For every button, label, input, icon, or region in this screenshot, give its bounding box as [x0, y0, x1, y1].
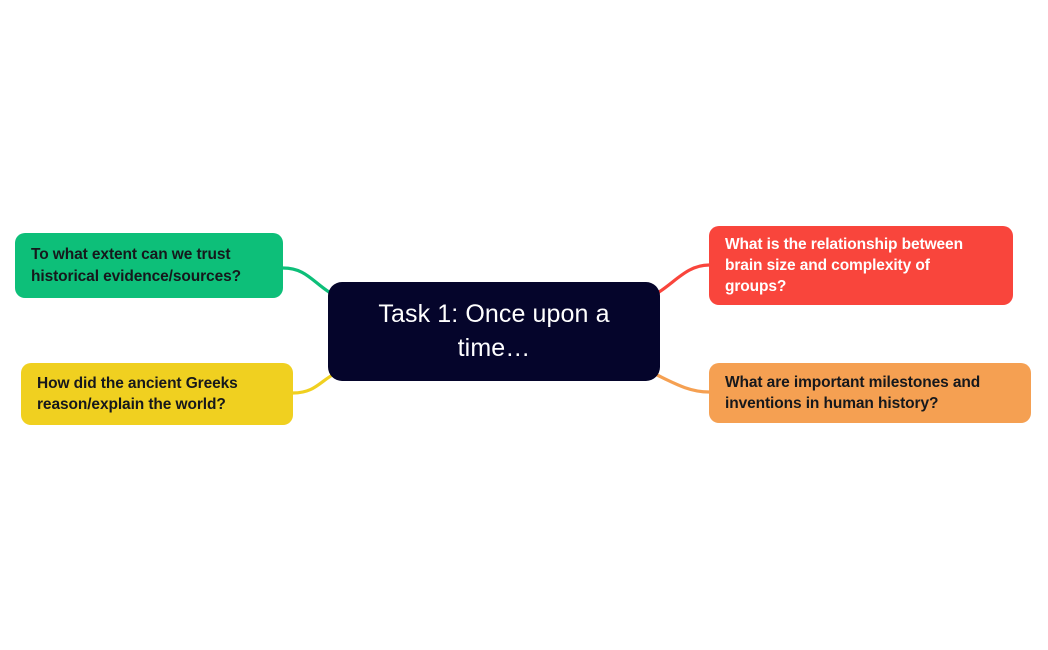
branch-node-evidence-label: To what extent can we trust historical e… — [31, 246, 241, 285]
connector-root-to-greeks — [291, 371, 338, 395]
branch-node-brain[interactable]: What is the relationship between brain s… — [709, 226, 1013, 305]
connector-root-to-evidence — [281, 266, 331, 294]
branch-node-milestones[interactable]: What are important milestones and invent… — [709, 363, 1031, 423]
root-node-label: Task 1: Once upon a time… — [378, 300, 610, 362]
connector-root-to-milestones — [651, 371, 711, 394]
connector-root-to-brain — [657, 263, 711, 294]
branch-node-brain-label: What is the relationship between brain s… — [725, 235, 963, 296]
branch-node-evidence[interactable]: To what extent can we trust historical e… — [15, 233, 283, 298]
branch-node-milestones-label: What are important milestones and invent… — [725, 373, 981, 412]
branch-node-greeks[interactable]: How did the ancient Greeks reason/explai… — [21, 363, 293, 425]
root-node[interactable]: Task 1: Once upon a time… — [328, 282, 660, 381]
branch-node-greeks-label: How did the ancient Greeks reason/explai… — [37, 374, 238, 413]
